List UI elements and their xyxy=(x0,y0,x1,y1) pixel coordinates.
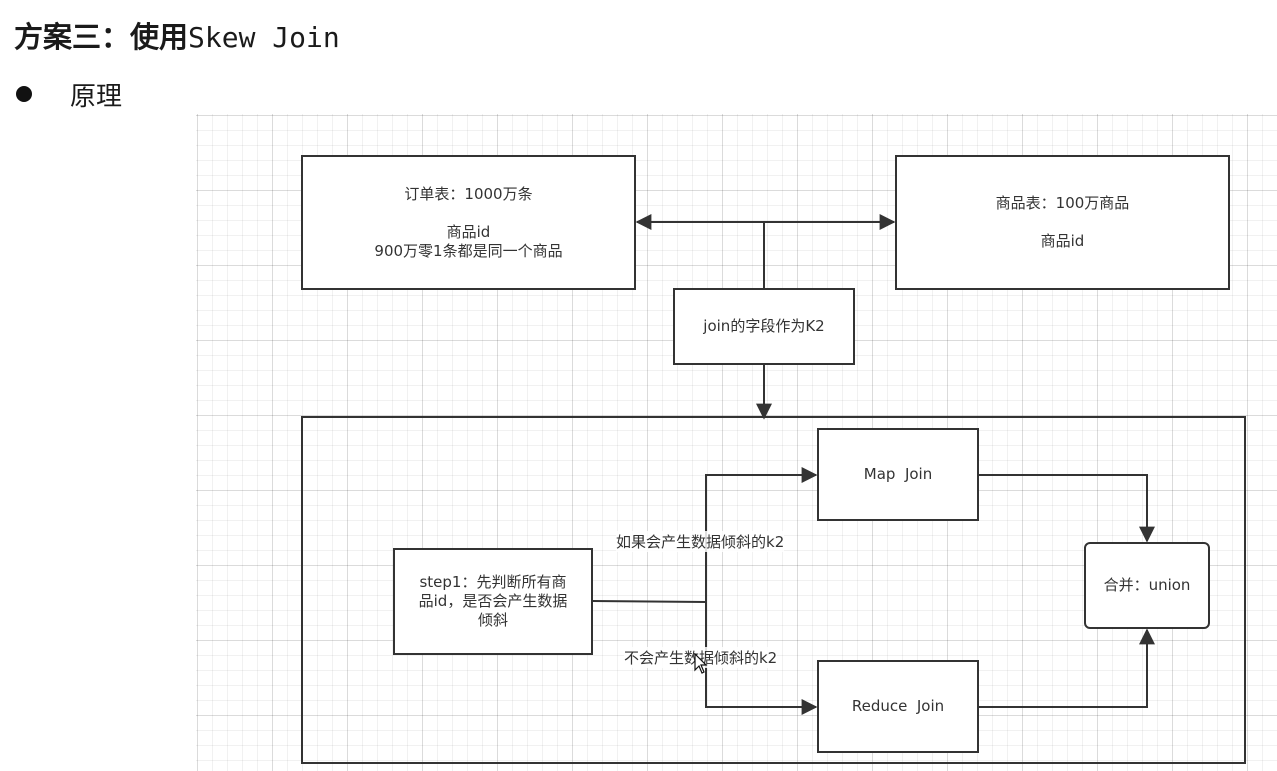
orders-table-node[interactable]: 订单表：1000万条 商品id 900万零1条都是同一个商品 xyxy=(301,155,636,290)
map-join-node[interactable]: Map Join xyxy=(817,428,979,521)
map-join-label: Map Join xyxy=(863,465,933,483)
section-label: 原理 xyxy=(70,82,123,112)
step1-line3: 倾斜 xyxy=(477,611,508,629)
title-chinese-part: 方案三：使用 xyxy=(14,20,189,54)
orders-table-note: 900万零1条都是同一个商品 xyxy=(374,241,563,260)
products-table-key: 商品id xyxy=(1040,232,1085,250)
orders-table-title: 订单表：1000万条 xyxy=(404,184,533,203)
k2-label: join的字段作为K2 xyxy=(703,317,825,335)
union-label: 合并：union xyxy=(1103,576,1191,594)
orders-table-key: 商品id xyxy=(446,222,491,241)
union-node[interactable]: 合并：union xyxy=(1084,542,1210,629)
bullet-dot-icon xyxy=(16,86,32,102)
products-table-node[interactable]: 商品表：100万商品 商品id xyxy=(895,155,1230,290)
title-mono-part: Skew Join xyxy=(188,21,340,54)
edge-label-skew: 如果会产生数据倾斜的k2 xyxy=(616,531,785,552)
products-table-title: 商品表：100万商品 xyxy=(995,194,1130,212)
join-process-container xyxy=(301,416,1246,764)
reduce-join-node[interactable]: Reduce Join xyxy=(817,660,979,753)
reduce-join-label: Reduce Join xyxy=(851,697,945,715)
page-title: 方案三：使用 Skew Join xyxy=(14,14,340,56)
step1-line2: 品id，是否会产生数据 xyxy=(418,592,568,610)
k2-node[interactable]: join的字段作为K2 xyxy=(673,288,855,365)
mouse-cursor-icon xyxy=(694,653,708,674)
step1-line1: step1：先判断所有商 xyxy=(419,573,567,591)
step1-node[interactable]: step1：先判断所有商 品id，是否会产生数据 倾斜 xyxy=(393,548,593,655)
edge-label-no-skew: 不会产生数据倾斜的k2 xyxy=(624,647,778,668)
